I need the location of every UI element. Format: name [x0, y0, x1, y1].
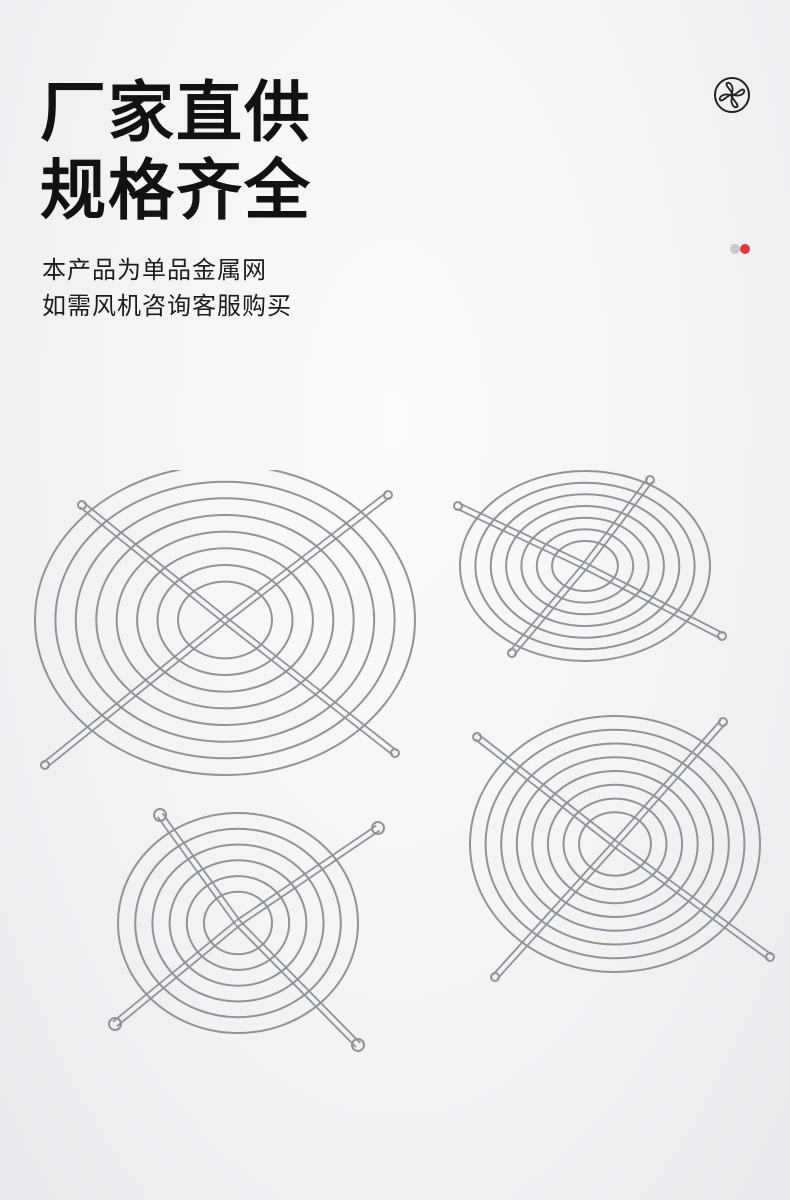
wire-ring — [203, 890, 273, 956]
wire-ring — [489, 493, 681, 639]
mount-eyelet — [371, 821, 385, 835]
fan-guard-large — [34, 470, 416, 776]
wire-bar — [509, 563, 584, 652]
wire-bar — [83, 501, 228, 619]
wire-bar — [161, 812, 242, 922]
wire-ring — [562, 797, 668, 891]
wire-bar — [478, 733, 618, 843]
wire-bar — [616, 840, 773, 956]
wire-ring — [535, 528, 635, 604]
mount-eyelet — [153, 808, 167, 822]
fan-icon — [713, 76, 751, 114]
wire-bar — [581, 477, 649, 565]
wire-ring — [34, 470, 416, 776]
wire-ring — [505, 505, 665, 627]
wire-ring — [578, 811, 652, 877]
mount-tab — [472, 732, 482, 742]
wire-bar — [612, 845, 769, 961]
carousel-dot-active — [740, 244, 750, 254]
carousel-indicator — [730, 244, 754, 254]
mount-tab — [718, 717, 728, 727]
wire-bar — [226, 616, 398, 752]
wire-bar — [112, 919, 237, 1023]
wire-ring — [546, 783, 684, 905]
wire-bar — [226, 496, 391, 624]
mount-tab — [40, 760, 50, 770]
wire-bar — [513, 567, 588, 656]
wire-bar — [583, 567, 722, 640]
wire-ring — [531, 770, 699, 918]
wire-bar — [116, 924, 241, 1028]
wire-bar — [612, 719, 722, 843]
mount-tab — [717, 631, 727, 641]
wire-ring — [474, 481, 696, 651]
wire-ring — [177, 580, 273, 660]
wire-ring — [115, 530, 335, 710]
wire-bar — [239, 829, 381, 927]
headline-line-2: 规格齐全 — [40, 152, 312, 229]
wire-ring — [151, 843, 325, 1003]
mount-tab — [507, 648, 517, 658]
mount-tab — [490, 972, 500, 982]
wire-ring — [520, 516, 650, 616]
carousel-dot-inactive — [730, 244, 740, 254]
wire-ring — [95, 514, 355, 726]
mount-tab — [383, 490, 393, 500]
wire-ring — [515, 756, 715, 932]
subtext: 本产品为单品金属网 如需风机咨询客服购买 — [42, 252, 292, 324]
wire-ring — [136, 547, 314, 693]
wire-bar — [496, 845, 618, 980]
wire-bar — [239, 920, 361, 1044]
wire-ring — [54, 480, 396, 760]
wire-bar — [456, 507, 585, 570]
mount-tab — [645, 475, 655, 485]
wire-ring — [168, 859, 308, 987]
fan-guard-small — [108, 808, 385, 1052]
mount-eyelet — [108, 1017, 122, 1031]
wire-bar — [492, 841, 614, 976]
subtext-line-2: 如需风机咨询客服购买 — [42, 292, 292, 320]
headline: 厂家直供 规格齐全 — [40, 74, 312, 230]
wire-bar — [46, 621, 228, 769]
subtext-line-1: 本产品为单品金属网 — [42, 256, 267, 284]
headline-line-1: 厂家直供 — [40, 74, 312, 151]
wire-ring — [484, 728, 746, 960]
wire-bar — [79, 506, 224, 624]
wire-ring — [500, 742, 730, 946]
wire-bar — [616, 723, 726, 847]
wire-ring — [134, 827, 342, 1019]
mount-tab — [77, 500, 87, 510]
wire-ring — [185, 875, 291, 971]
wire-ring — [117, 812, 359, 1034]
wire-ring — [156, 564, 294, 676]
fan-guard-medium — [453, 470, 727, 662]
wire-bar — [156, 816, 237, 926]
wire-bar — [235, 824, 377, 922]
mount-eyelet — [351, 1038, 365, 1052]
wire-ring — [74, 497, 376, 743]
wire-bar — [222, 491, 387, 619]
wire-bar — [585, 562, 724, 635]
wire-ring — [459, 470, 711, 662]
mount-tab — [453, 501, 463, 511]
fan-guard-medium-2 — [469, 715, 775, 982]
wire-ring — [551, 540, 619, 592]
wire-ring — [469, 715, 761, 973]
wire-bar — [474, 738, 614, 848]
wire-bar — [222, 621, 394, 757]
wire-bar — [586, 481, 654, 569]
mount-tab — [390, 748, 400, 758]
wire-bar — [42, 616, 224, 764]
wire-bar — [235, 924, 357, 1048]
mount-tab — [765, 952, 775, 962]
wire-bar — [458, 502, 587, 565]
